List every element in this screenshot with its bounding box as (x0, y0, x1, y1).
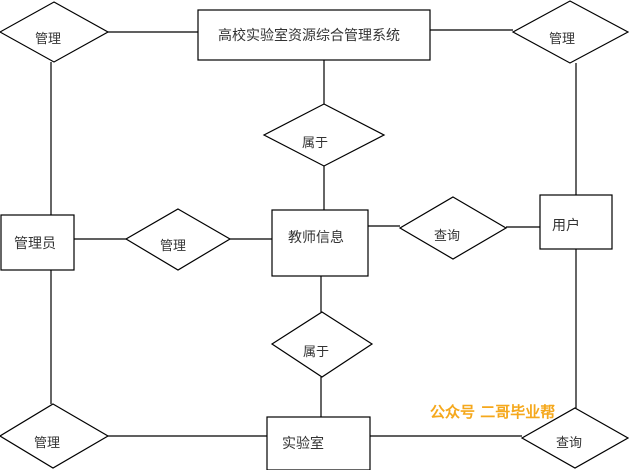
relationship-manage-mid[interactable]: 管理 (124, 208, 232, 271)
entity-admin-label: 管理员 (14, 236, 56, 252)
relationship-manage-bottom-left[interactable]: 管理 (0, 403, 110, 469)
entity-system-label: 高校实验室资源综合管理系统 (218, 27, 400, 44)
relationship-manage-top-left-label: 管理 (35, 32, 61, 47)
entity-teacher-info-label: 教师信息 (288, 229, 344, 246)
relationship-belongs-top[interactable]: 属于 (262, 103, 386, 167)
relationship-manage-top-right[interactable]: 管理 (511, 0, 629, 64)
relationship-query-bottom-right[interactable]: 查询 (520, 407, 629, 469)
entity-system[interactable]: 高校实验室资源综合管理系统 (197, 9, 431, 61)
relationship-belongs-top-label: 属于 (302, 136, 328, 151)
relationship-manage-top-left[interactable]: 管理 (0, 1, 110, 63)
relationship-belongs-bottom[interactable]: 属于 (270, 311, 374, 378)
entity-lab[interactable]: 实验室 (266, 416, 371, 470)
relationship-manage-top-right-label: 管理 (549, 32, 575, 47)
relationship-belongs-bottom-label: 属于 (303, 345, 329, 360)
entity-lab-label: 实验室 (282, 435, 324, 452)
entity-admin[interactable]: 管理员 (0, 214, 75, 271)
entity-teacher-info[interactable]: 教师信息 (271, 209, 369, 277)
relationship-query-mid[interactable]: 查询 (398, 196, 508, 260)
relationship-manage-bottom-left-label: 管理 (34, 436, 60, 451)
watermark: 公众号 二哥毕业帮 (430, 403, 556, 421)
relationship-manage-mid-label: 管理 (160, 239, 186, 254)
relationship-query-mid-label: 查询 (434, 229, 460, 244)
entity-user[interactable]: 用户 (539, 194, 613, 250)
connector-lines (50, 29, 577, 437)
entity-user-label: 用户 (552, 217, 580, 234)
relationship-query-bottom-right-label: 查询 (556, 436, 582, 451)
